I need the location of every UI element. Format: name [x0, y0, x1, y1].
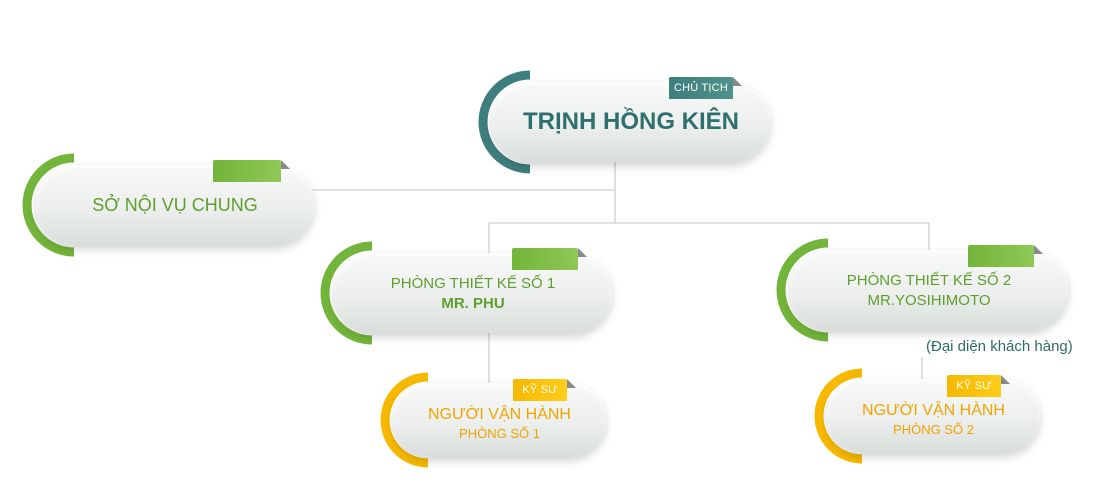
operator-2-tag-label: KỸ SƯ	[956, 380, 992, 392]
operator-1-pill: NGƯỜI VẬN HÀNH PHÒNG SỐ 1	[393, 383, 606, 457]
chairman-arc	[478, 70, 531, 174]
operator-2-node: NGƯỜI VẬN HÀNH PHÒNG SỐ 2 KỸ SƯ	[814, 368, 1042, 464]
chairman-tag: CHỦ TỊCH	[669, 77, 742, 99]
internal-affairs-arc	[22, 153, 75, 257]
design-room-1-person: MR. PHU	[441, 294, 505, 312]
design-room-1-tag	[512, 248, 587, 270]
chairman-name: TRỊNH HỒNG KIÊN	[523, 108, 739, 135]
design-room-2-tag	[968, 245, 1043, 267]
design-room-1-arc	[320, 241, 373, 345]
design-room-2-title: PHÒNG THIẾT KẾ SỐ 2	[846, 271, 1012, 289]
chairman-tag-label: CHỦ TỊCH	[674, 82, 728, 94]
internal-affairs-tag	[213, 160, 290, 182]
design-room-1-title: PHÒNG THIẾT KẾ SỐ 1	[390, 274, 556, 292]
design-room-1-node: PHÒNG THIẾT KẾ SỐ 1 MR. PHU	[320, 241, 614, 345]
chairman-node: TRỊNH HỒNG KIÊN CHỦ TỊCH	[478, 70, 772, 174]
design-room-2-note: (Đại diện khách hàng)	[926, 338, 1073, 355]
operator-1-title: NGƯỜI VẬN HÀNH	[428, 405, 571, 423]
internal-affairs-pill: SỞ NỘI VỤ CHUNG	[36, 165, 314, 245]
operator-1-node: NGƯỜI VẬN HÀNH PHÒNG SỐ 1 KỸ SƯ	[380, 372, 608, 468]
operator-1-tag-label: KỸ SƯ	[522, 384, 558, 396]
operator-2-arc	[814, 368, 863, 464]
operator-2-tag: KỸ SƯ	[947, 375, 1010, 397]
design-room-2-node: PHÒNG THIẾT KẾ SỐ 2 MR.YOSIHIMOTO	[776, 238, 1070, 342]
operator-2-room: PHÒNG SỐ 2	[893, 421, 974, 437]
operator-1-room: PHÒNG SỐ 1	[459, 425, 540, 441]
design-room-2-person: MR.YOSIHIMOTO	[867, 291, 991, 309]
operator-1-tag: KỸ SƯ	[513, 379, 576, 401]
operator-2-title: NGƯỜI VẬN HÀNH	[862, 401, 1005, 419]
internal-affairs-label: SỞ NỘI VỤ CHUNG	[92, 194, 258, 215]
operator-1-arc	[380, 372, 429, 468]
design-room-2-arc	[776, 238, 829, 342]
operator-2-pill: NGƯỜI VẬN HÀNH PHÒNG SỐ 2	[827, 379, 1040, 453]
internal-affairs-node: SỞ NỘI VỤ CHUNG	[22, 153, 316, 257]
